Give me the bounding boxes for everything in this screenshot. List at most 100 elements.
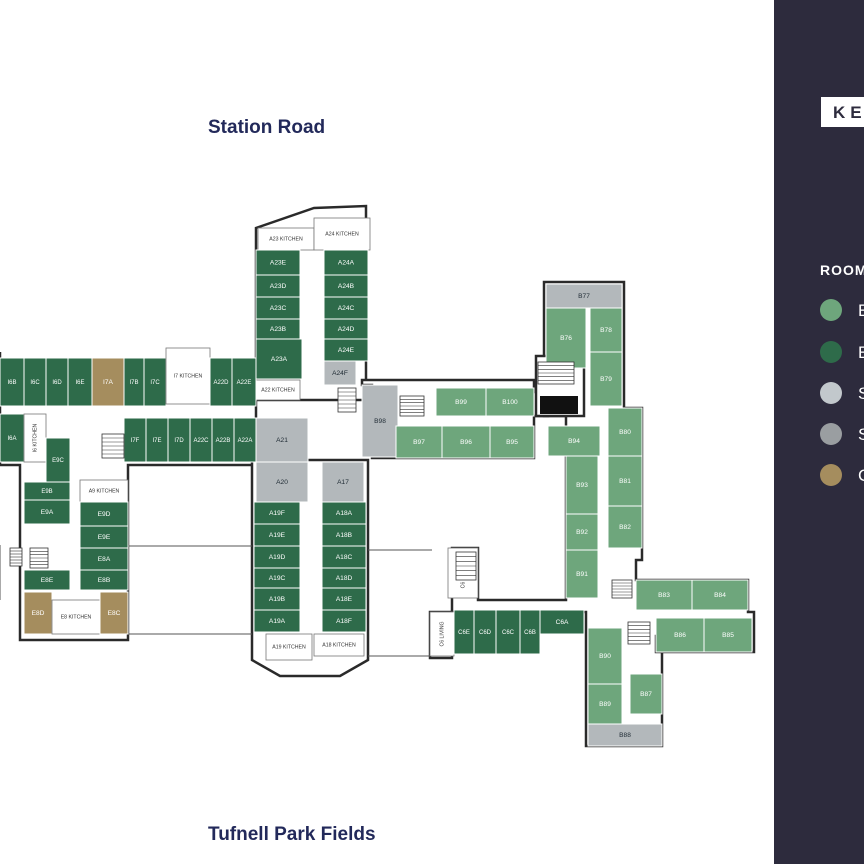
room: A24B	[323, 274, 369, 298]
room: A22B	[211, 417, 235, 463]
room-label: I7A	[103, 379, 113, 386]
room-label: A22 KITCHEN	[261, 388, 295, 394]
room-shape	[691, 579, 749, 611]
room-label: A22A	[238, 438, 253, 444]
room-shape	[545, 283, 623, 309]
room-label: I6D	[52, 380, 62, 386]
room: I7F	[123, 417, 147, 463]
room-shape	[265, 633, 313, 661]
room-label: A18B	[336, 532, 353, 539]
room-label: A23C	[270, 305, 287, 312]
stairs	[101, 433, 125, 459]
room-label: A22C	[193, 438, 209, 444]
room: A19C	[253, 567, 301, 589]
room: B79	[589, 351, 623, 407]
room: I6E	[67, 357, 93, 407]
room: A17	[321, 461, 365, 503]
stairs	[29, 547, 49, 569]
room: A19A	[253, 609, 301, 633]
room-shape	[485, 387, 535, 417]
legend-swatch	[820, 341, 842, 363]
room: A23E	[255, 249, 301, 276]
room: A23C	[255, 296, 301, 320]
room-shape	[629, 673, 663, 715]
room-label: B93	[576, 482, 588, 489]
room: B98	[361, 384, 399, 458]
room-shape	[589, 307, 623, 353]
room-shape	[587, 683, 623, 725]
room-label: I6E	[75, 380, 84, 386]
room-shape	[255, 249, 301, 276]
room-shape	[545, 307, 587, 369]
legend-item: C	[820, 464, 864, 488]
legend-label: E	[858, 301, 864, 320]
legend-swatch	[820, 382, 842, 404]
room-label: A18D	[336, 575, 353, 582]
room: A24A	[323, 249, 369, 276]
room: I6A	[0, 413, 25, 463]
room: A22A	[233, 417, 257, 463]
room-label: I6A	[7, 436, 16, 442]
room-shape	[655, 617, 705, 653]
room: A21	[255, 417, 309, 463]
room: I6 KITCHEN	[23, 413, 47, 463]
room: A18B	[321, 523, 367, 547]
room-shape	[313, 633, 365, 657]
room-shape	[565, 513, 599, 551]
room-label: A23 KITCHEN	[269, 237, 303, 243]
room-label: B85	[722, 632, 734, 639]
room-shape	[99, 591, 129, 635]
room-label: B92	[576, 529, 588, 536]
room-shape	[313, 217, 371, 251]
room: B78	[589, 307, 623, 353]
room-shape	[255, 461, 309, 503]
room: B81	[607, 455, 643, 507]
room-label: E9D	[98, 511, 111, 518]
room-label: A18C	[336, 554, 353, 561]
room-label: A19A	[269, 618, 286, 625]
room-shape	[441, 425, 491, 459]
room: A19E	[253, 523, 301, 547]
room-label: E9B	[41, 489, 52, 495]
room-label: B96	[460, 439, 472, 446]
room-label: B97	[413, 439, 425, 446]
room-label: A21	[276, 437, 288, 444]
room-label: C6D	[479, 630, 492, 636]
lift-shaft	[540, 396, 578, 414]
room-shape	[323, 249, 369, 276]
room: B76	[545, 307, 587, 369]
room-shape	[255, 338, 303, 380]
legend-label: S	[858, 384, 864, 403]
room: B89	[587, 683, 623, 725]
room: B93	[565, 455, 599, 515]
road-label-top: Station Road	[208, 117, 326, 138]
room: A18E	[321, 587, 367, 611]
room: B92	[565, 513, 599, 551]
room: I7A	[91, 357, 125, 407]
room: I7D	[167, 417, 191, 463]
room: B84	[691, 579, 749, 611]
room: I7B	[123, 357, 145, 407]
room-shape	[51, 599, 101, 635]
stairs	[627, 621, 651, 645]
room: A18F	[321, 609, 367, 633]
room-shape	[79, 501, 129, 527]
room-label: B94	[568, 438, 580, 445]
room-shape	[607, 505, 643, 549]
room-shape	[0, 413, 25, 463]
fixture-layer	[9, 361, 651, 645]
stairs	[611, 579, 633, 599]
room: B91	[565, 549, 599, 599]
room-shape	[635, 579, 693, 611]
room-label: A19B	[269, 596, 286, 603]
room: B100	[485, 387, 535, 417]
room-label: A23B	[270, 326, 287, 333]
room-label: A24B	[338, 283, 355, 290]
rooms-heading: ROOMS	[820, 262, 864, 278]
room-label: B89	[599, 701, 611, 708]
room-label: B87	[640, 691, 652, 698]
room-label: A24A	[338, 260, 355, 267]
room-label: A24F	[332, 370, 348, 377]
stairs	[337, 387, 357, 413]
